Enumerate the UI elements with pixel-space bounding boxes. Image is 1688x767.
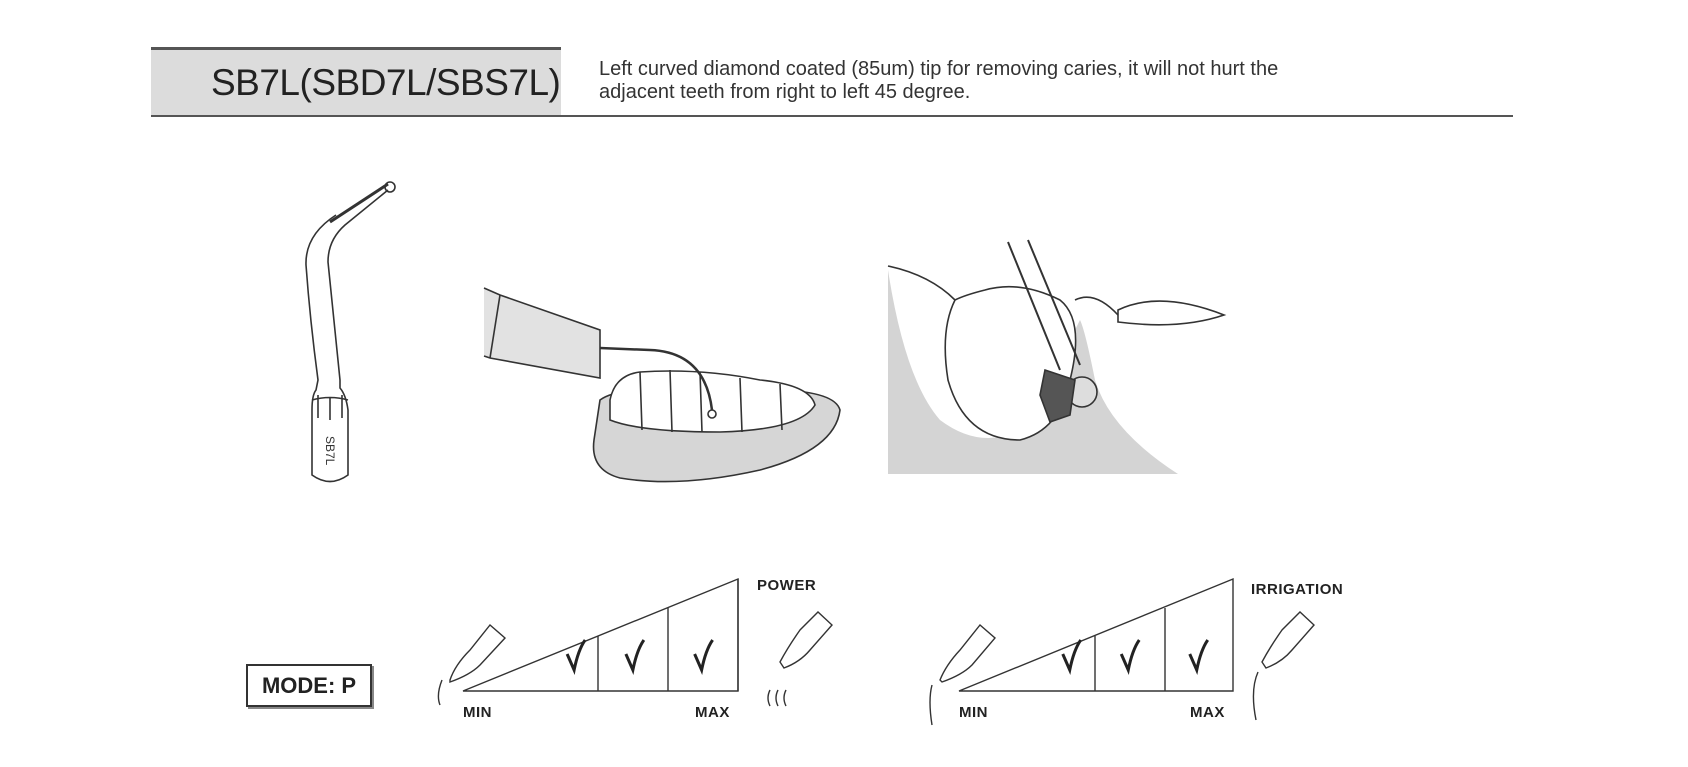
scaler-tip-illustration: SB7L bbox=[305, 181, 396, 483]
power-level-check-icon bbox=[693, 639, 714, 675]
irrigation-max-label: MAX bbox=[1190, 704, 1225, 721]
mode-label: MODE: P bbox=[246, 664, 372, 707]
model-header-box: SB7L(SBD7L/SBS7L) bbox=[151, 47, 561, 116]
power-max-label: MAX bbox=[695, 704, 730, 721]
header-divider bbox=[151, 115, 1513, 117]
power-label: POWER bbox=[757, 577, 817, 594]
power-handpiece-min-icon bbox=[437, 623, 507, 706]
irrigation-level-check-icon bbox=[1061, 639, 1082, 675]
power-scale bbox=[437, 577, 833, 707]
model-description: Left curved diamond coated (85um) tip fo… bbox=[599, 58, 1499, 104]
tooth-closeup-illustration bbox=[887, 239, 1227, 474]
power-handpiece-max-icon bbox=[767, 611, 833, 707]
irrigation-level-check-icon bbox=[1188, 639, 1209, 675]
irrigation-handpiece-min-icon bbox=[929, 623, 996, 726]
power-min-label: MIN bbox=[463, 704, 492, 721]
irrigation-level-check-icon bbox=[1119, 639, 1141, 675]
description-line-2: adjacent teeth from right to left 45 deg… bbox=[599, 81, 971, 103]
irrigation-label: IRRIGATION bbox=[1251, 581, 1344, 598]
description-line-1: Left curved diamond coated (85um) tip fo… bbox=[599, 58, 1279, 80]
irrigation-min-label: MIN bbox=[959, 704, 988, 721]
power-level-check-icon bbox=[624, 639, 646, 675]
model-title: SB7L(SBD7L/SBS7L) bbox=[211, 62, 561, 103]
irrigation-handpiece-max-icon bbox=[1252, 611, 1315, 721]
handpiece-jaw-illustration bbox=[483, 287, 841, 483]
power-level-check-icon bbox=[565, 639, 587, 675]
tip-engraving: SB7L bbox=[323, 436, 337, 466]
irrigation-scale bbox=[929, 577, 1315, 726]
